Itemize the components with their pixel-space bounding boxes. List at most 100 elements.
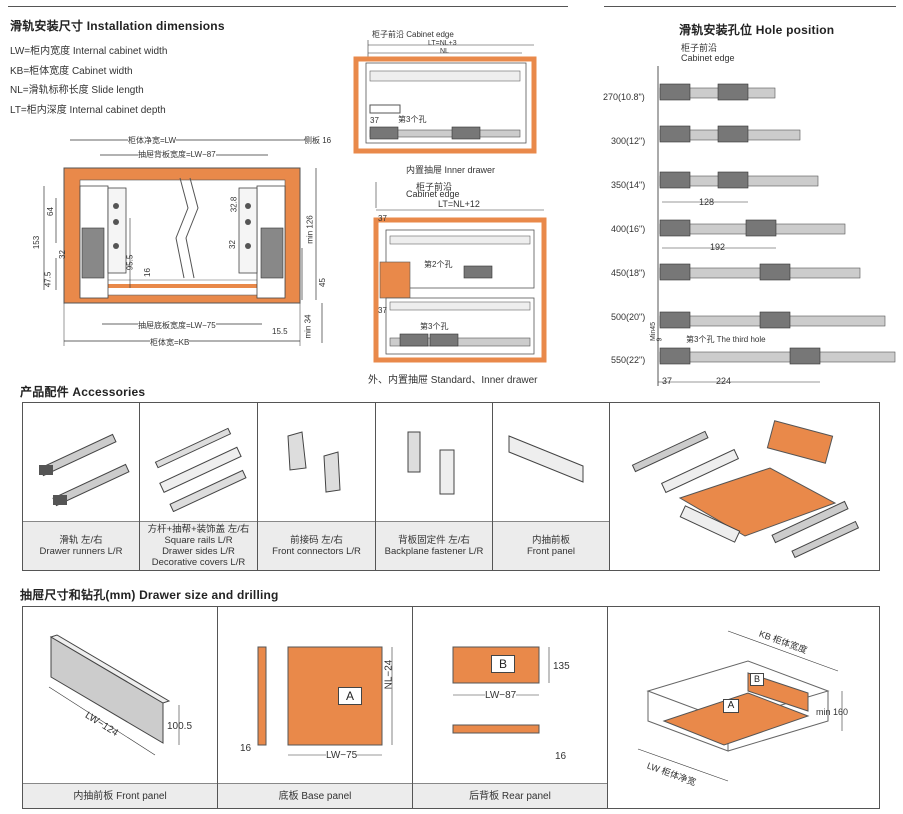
holes-edge-cn: 柜子前沿 — [681, 43, 718, 53]
rails-l4: Decorative covers L/R — [151, 557, 246, 568]
iso-min160: min 160 — [816, 707, 849, 717]
drilling-title: 抽屉尺寸和钻孔(mm) Drawer size and drilling — [20, 588, 279, 602]
drill-rear-caption: 后背板 Rear panel — [413, 783, 607, 808]
dim-64: 64 — [45, 207, 55, 216]
accessories-title: 产品配件 Accessories — [20, 385, 146, 399]
drilling-table: LW−124 100.5 内抽前板 Front panel A NL−24 LW… — [22, 606, 880, 809]
connectors-l2: Front connectors L/R — [272, 546, 361, 557]
dim-lw87: 抽屉背板宽度=LW−87 — [138, 149, 216, 160]
bottom-hole3: 第3个孔 — [420, 322, 449, 331]
accessory-front-panel: 内抽前板 Front panel — [493, 403, 610, 570]
front-panel-image — [508, 435, 584, 483]
fastener-image — [407, 431, 455, 495]
top-cabinet-edge: 柜子前沿 Cabinet edge — [372, 30, 454, 39]
dim-kb: 柜体宽=KB — [150, 337, 190, 348]
runners-image — [39, 433, 130, 507]
hole-d224: 224 — [716, 376, 732, 386]
top-lt: LT=NL+3 — [428, 40, 457, 47]
accessory-assembly — [610, 403, 879, 570]
bottom-edge-cn: 柜子前沿 — [416, 182, 453, 192]
definition-lt: LT=柜内深度 Internal cabinet depth — [10, 104, 166, 116]
top-rule-right — [604, 6, 896, 7]
definition-lw: LW=柜内宽度 Internal cabinet width — [10, 46, 168, 57]
dim-32-8: 32.8 — [229, 196, 239, 213]
hole-d9: 9 — [656, 337, 664, 342]
connectors-image — [287, 431, 341, 493]
hole-d192: 192 — [710, 242, 726, 252]
fastener-l1: 背板固定件 左/右 — [398, 535, 470, 546]
dim-side-16: 侧板 16 — [304, 136, 332, 145]
top-rule-left — [8, 6, 568, 7]
holes-edge-en: Cabinet edge — [681, 53, 735, 63]
connectors-l1: 前接码 左/右 — [290, 535, 343, 546]
rear-h: 135 — [553, 661, 570, 672]
rails-image — [154, 427, 247, 512]
hole-size-300: 300(12") — [611, 136, 646, 146]
drill-front-cap-text: 内抽前板 Front panel — [73, 790, 167, 802]
rear-lw87: LW−87 — [485, 690, 517, 701]
base-t16: 16 — [240, 743, 252, 754]
standard-drawer-caption: 外、内置抽屉 Standard、Inner drawer — [368, 375, 538, 386]
drilling-base-panel: A NL−24 LW−75 16 底板 Base panel — [218, 607, 413, 808]
install-definitions: LW=柜内宽度 Internal cabinet width KB=柜体宽度 C… — [10, 42, 167, 120]
dim-45: 45 — [317, 278, 327, 287]
hole-d37: 37 — [662, 376, 673, 386]
rear-t16: 16 — [555, 751, 567, 762]
runners-caption: 滑轨 左/右 Drawer runners L/R — [23, 521, 139, 570]
base-panel-drawing — [257, 646, 393, 756]
front-panel-l2: Front panel — [526, 546, 576, 557]
inner-drawer-caption: 内置抽屉 Inner drawer — [406, 165, 496, 175]
install-title: 滑轨安装尺寸 Installation dimensions — [10, 19, 225, 33]
rails-l1: 方杆+抽帮+装饰盖 左/右 — [147, 524, 250, 535]
connectors-caption: 前接码 左/右 Front connectors L/R — [258, 521, 375, 570]
accessory-square-rails: 方杆+抽帮+装饰盖 左/右 Square rails L/R Drawer si… — [140, 403, 258, 570]
dim-32: 32 — [57, 250, 67, 259]
top-nl: NL — [440, 48, 449, 55]
top-d37: 37 — [370, 116, 379, 125]
rails-l3: Drawer sides L/R — [162, 546, 235, 557]
drill-rear-cap-text: 后背板 Rear panel — [469, 790, 551, 802]
front-panel-l1: 内抽前板 — [531, 535, 570, 546]
definition-nl: NL=滑轨标称长度 Slide length — [10, 85, 144, 96]
base-label-a: A — [338, 687, 362, 705]
installation-diagram — [43, 139, 323, 346]
dim-47-5: 47.5 — [43, 271, 53, 288]
rails-l2: Square rails L/R — [164, 535, 233, 546]
dim-15-5: 15.5 — [272, 327, 288, 336]
inner-drawer-diagram — [353, 40, 537, 154]
front-panel-drawing — [48, 634, 180, 756]
dim-min-34: min 34 — [303, 314, 313, 339]
iso-label-a: A — [723, 699, 739, 713]
hole-third: 第3个孔 The third hole — [686, 335, 766, 344]
dim-16: 16 — [142, 268, 152, 277]
hole-d128: 128 — [699, 197, 715, 207]
drill-base-cap-text: 底板 Base panel — [278, 790, 352, 802]
base-lw75: LW−75 — [326, 750, 358, 761]
dim-lw: 柜体净宽=LW — [128, 135, 177, 146]
front-panel-caption: 内抽前板 Front panel — [493, 521, 609, 570]
iso-label-b: B — [750, 673, 764, 686]
bottom-hole2: 第2个孔 — [424, 260, 453, 269]
top-hole3: 第3个孔 — [398, 115, 427, 124]
drill-base-caption: 底板 Base panel — [218, 783, 412, 808]
rear-panel-drawing — [452, 646, 550, 734]
accessory-backplane-fastener: 背板固定件 左/右 Backplane fastener L/R — [376, 403, 493, 570]
dim-32b: 32 — [227, 240, 237, 249]
hole-size-400: 400(16") — [611, 224, 646, 234]
hole-size-500: 500(20") — [611, 312, 646, 322]
holes-title: 滑轨安装孔位 Hole position — [679, 23, 835, 37]
drilling-rear-panel: B 135 LW−87 16 后背板 Rear panel — [413, 607, 608, 808]
front-h: 100.5 — [167, 721, 193, 732]
hole-size-450: 450(18") — [611, 268, 646, 278]
drilling-front-panel: LW−124 100.5 内抽前板 Front panel — [23, 607, 218, 808]
hole-size-550: 550(22") — [611, 355, 646, 365]
dim-95-5: 95.5 — [125, 254, 135, 271]
runners-l1: 滑轨 左/右 — [59, 535, 103, 546]
bottom-d37b: 37 — [378, 306, 387, 315]
assembly-image — [631, 420, 860, 559]
drill-front-caption: 内抽前板 Front panel — [23, 783, 217, 808]
rear-label-b: B — [491, 655, 515, 673]
bottom-lt: LT=NL+12 — [438, 199, 480, 209]
accessory-runners: 滑轨 左/右 Drawer runners L/R — [23, 403, 140, 570]
bottom-edge-en: Cabinet edge — [406, 189, 460, 199]
